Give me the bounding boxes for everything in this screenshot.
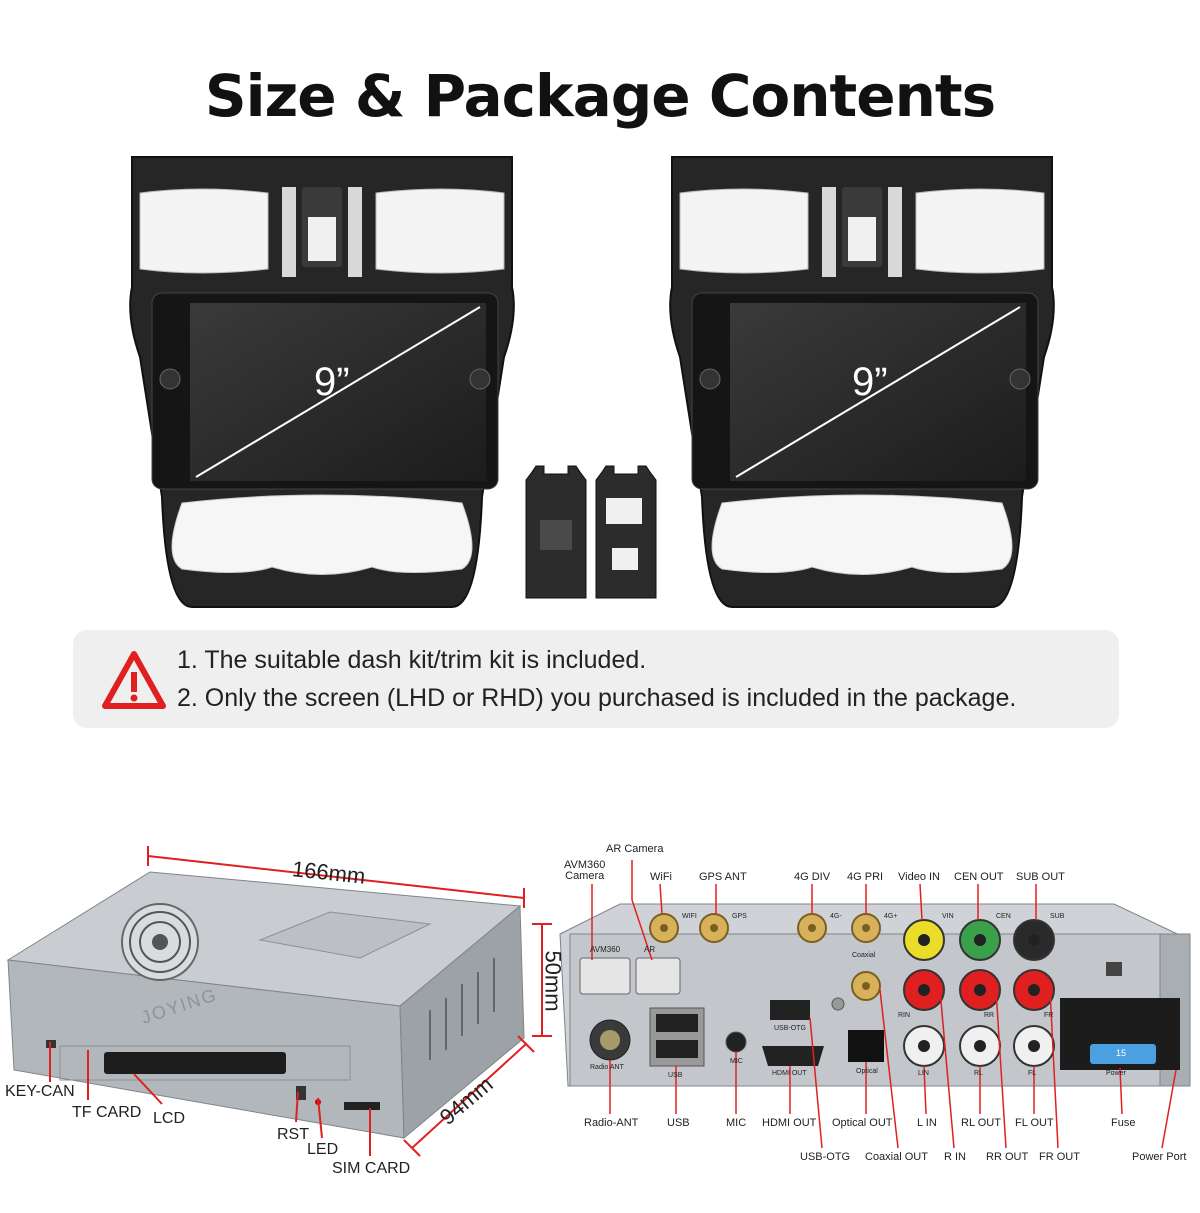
label-radio-ant: Radio-ANT	[584, 1117, 639, 1129]
label-rl-out: RL OUT	[961, 1117, 1001, 1129]
panel-sub: SUB	[1050, 913, 1065, 920]
label-coaxial-out: Coaxial OUT	[865, 1151, 928, 1163]
label-avm360-camera: AVM360 Camera	[564, 859, 606, 882]
panel-ar: AR	[644, 945, 656, 954]
label-4g-pri: 4G PRI	[847, 871, 884, 883]
panel-optical: Optical	[856, 1068, 878, 1075]
label-sub-out: SUB OUT	[1016, 871, 1065, 883]
panel-fr: FR	[1044, 1012, 1054, 1019]
label-power-port: Power Port	[1132, 1151, 1187, 1163]
warning-triangle-icon	[102, 651, 166, 709]
label-4g-div: 4G DIV	[794, 871, 831, 883]
label-fuse: Fuse	[1111, 1117, 1136, 1129]
panel-usb: USB	[668, 1072, 683, 1079]
notice-line-1: 1. The suitable dash kit/trim kit is inc…	[177, 646, 647, 674]
label-led: LED	[307, 1141, 339, 1158]
screen-size-right: 9”	[852, 360, 888, 404]
panel-power: Power	[1106, 1070, 1126, 1077]
screen-size-left: 9”	[314, 360, 350, 404]
panel-hdmi-out: HDMI OUT	[772, 1070, 807, 1077]
label-key-can: KEY-CAN	[5, 1083, 75, 1100]
panel-fl: FL	[1028, 1070, 1037, 1077]
label-usb: USB	[667, 1117, 690, 1129]
label-lcd: LCD	[153, 1110, 186, 1127]
panel-coaxial: Coaxial	[852, 952, 876, 959]
panel-rin: RIN	[898, 1012, 911, 1019]
panel-cen: CEN	[996, 913, 1011, 920]
panel-vin: VIN	[942, 913, 954, 920]
label-tf-card: TF CARD	[72, 1104, 142, 1121]
panel-4g-plus: 4G+	[884, 913, 898, 920]
label-video-in: Video IN	[898, 871, 940, 883]
dash-kit-illustration	[129, 156, 1055, 608]
label-rst: RST	[277, 1126, 309, 1143]
label-cen-out: CEN OUT	[954, 871, 1004, 883]
panel-rr: RR	[984, 1012, 995, 1019]
panel-lin: LIN	[918, 1070, 929, 1077]
label-usb-otg: USB-OTG	[800, 1151, 851, 1163]
label-gps-ant: GPS ANT	[699, 871, 747, 883]
label-sim-card: SIM CARD	[332, 1160, 411, 1177]
panel-wifi: WIFI	[682, 913, 697, 920]
panel-avm360: AVM360	[590, 945, 621, 954]
panel-gps: GPS	[732, 913, 747, 920]
panel-fuse-value: 15	[1116, 1048, 1127, 1058]
package-notice: 1. The suitable dash kit/trim kit is inc…	[73, 630, 1119, 728]
rear-leader-lines	[591, 860, 1177, 1149]
panel-usb-otg: USB-OTG	[774, 1025, 806, 1032]
panel-radio-ant: Radio ANT	[590, 1064, 624, 1071]
label-fl-out: FL OUT	[1015, 1117, 1054, 1129]
label-ar-camera: AR Camera	[606, 843, 664, 855]
rear-panel	[559, 903, 1191, 1087]
label-fr-out: FR OUT	[1039, 1151, 1080, 1163]
label-optical-out: Optical OUT	[832, 1117, 893, 1129]
label-mic: MIC	[726, 1117, 747, 1129]
label-rr-out: RR OUT	[986, 1151, 1029, 1163]
label-wifi: WiFi	[650, 871, 672, 883]
page-title: Size & Package Contents	[204, 62, 996, 130]
notice-line-2: 2. Only the screen (LHD or RHD) you purc…	[177, 684, 1017, 712]
panel-4g-minus: 4G-	[830, 913, 842, 920]
panel-mic: MIC	[730, 1058, 743, 1065]
dimension-lines	[49, 846, 552, 1157]
panel-rl: RL	[974, 1070, 983, 1077]
label-hdmi-out: HDMI OUT	[762, 1117, 817, 1129]
label-r-in: R IN	[944, 1151, 966, 1163]
unit-body	[6, 871, 525, 1140]
label-l-in: L IN	[917, 1117, 937, 1129]
height-dimension: 50mm	[540, 950, 566, 1012]
